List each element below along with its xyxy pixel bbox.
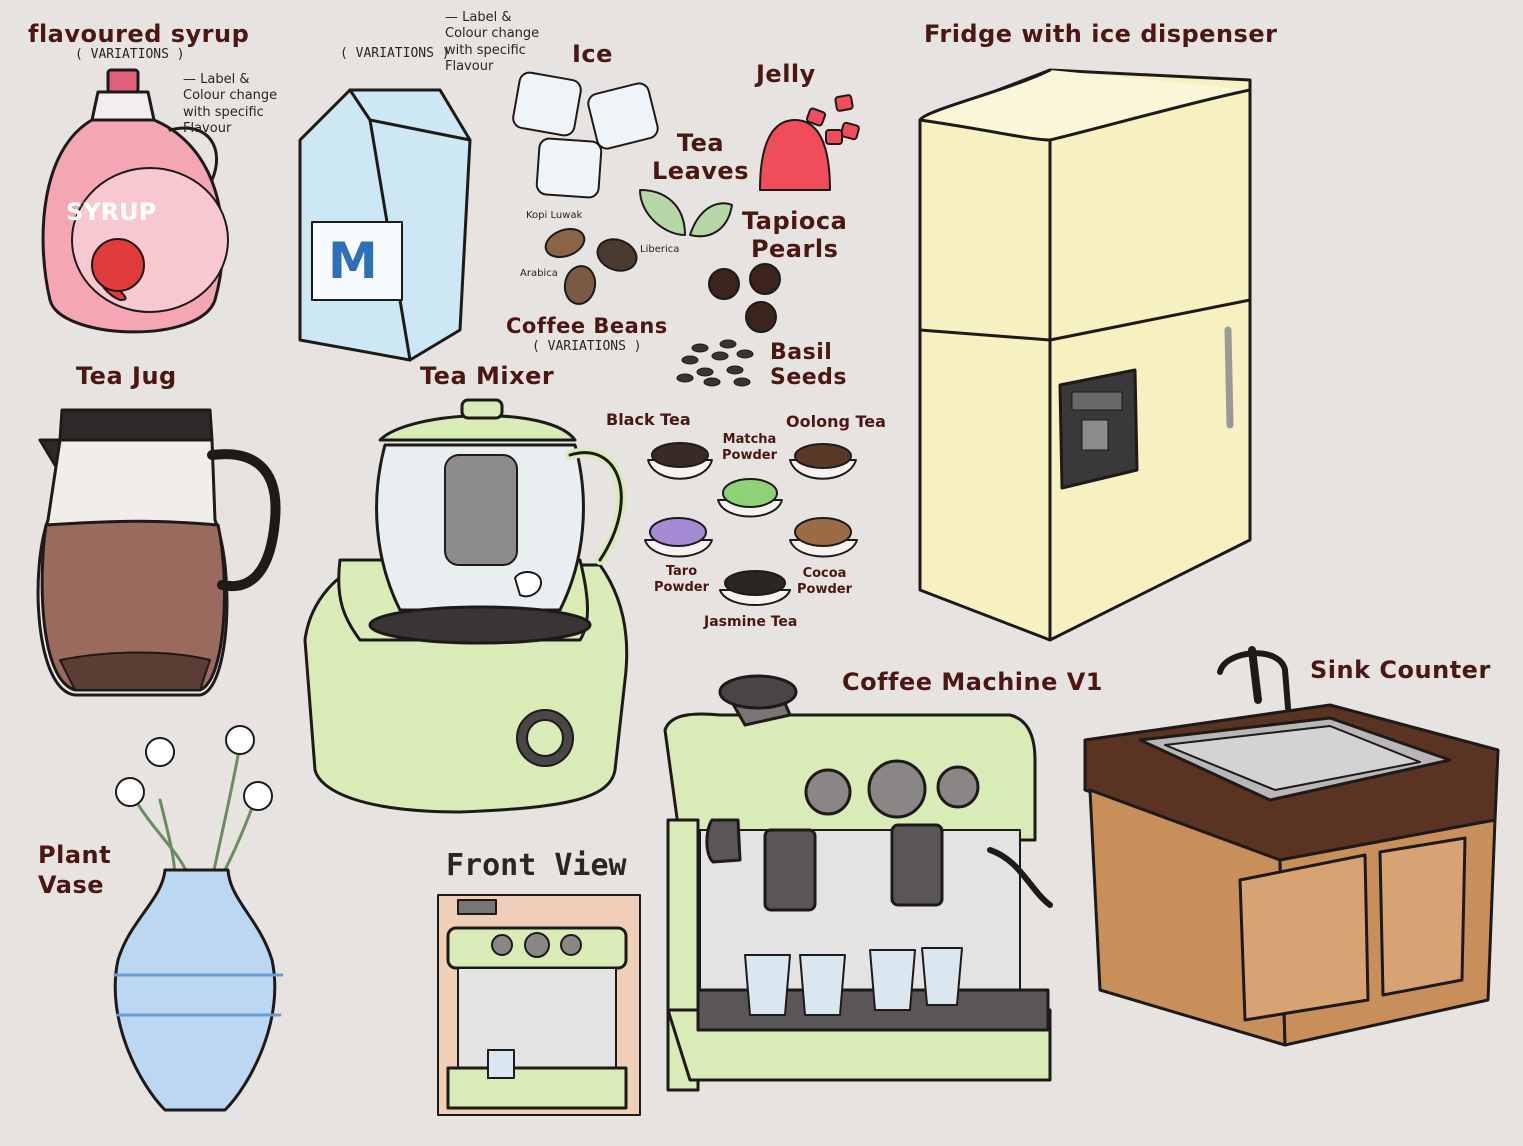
kopi-luwak-label: Kopi Luwak [526,210,583,221]
front-view-label: Front View [446,848,627,883]
matcha-powder-label: Matcha Powder [722,432,778,463]
coffee-beans-label: Coffee Beans [506,314,668,338]
tapioca-pearls-label: Tapioca Pearls [742,207,848,263]
plant-vase-label: Plant Vase [38,841,112,899]
jasmine-tea-label: Jasmine Tea [704,614,798,630]
milk-variations-label: ( VARIATIONS ) [340,46,450,61]
syrup-note: — Label & Colour change with specific Fl… [183,72,278,136]
milk-carton-letter: M [328,232,378,290]
coffee-beans-icon [544,227,638,305]
cocoa-powder-label: Cocoa Powder [797,566,853,597]
tapioca-pearls-icon [708,263,781,333]
jelly-icon [759,94,860,191]
milk-carton-icon [298,88,472,362]
tea-leaves-icon [639,189,733,238]
liberica-label: Liberica [640,244,680,255]
tea-jug-label: Tea Jug [76,362,177,390]
arabica-label: Arabica [520,268,558,279]
ice-cubes-icon [512,71,659,199]
front-view-machine-icon [437,894,641,1116]
tea-jug-icon [36,408,281,697]
black-tea-label: Black Tea [606,410,691,429]
milk-note: — Label & Colour change with specific Fl… [445,10,540,74]
syrup-bottle-label: SYRUP [66,198,157,226]
fridge-label: Fridge with ice dispenser [924,20,1278,48]
basil-seeds-icon [676,339,754,387]
tea-leaves-label: Tea Leaves [652,129,749,185]
ingredient-bowls-icon [644,442,858,606]
taro-powder-label: Taro Powder [654,564,710,595]
basil-seeds-label: Basil Seeds [770,340,848,391]
jelly-label: Jelly [756,60,816,88]
coffee-machine-label: Coffee Machine V1 [842,668,1104,696]
tea-mixer-label: Tea Mixer [420,362,555,390]
sink-counter-icon [1083,646,1500,1047]
coffee-variations-label: ( VARIATIONS ) [532,339,642,354]
flavoured-syrup-label: flavoured syrup [28,20,250,48]
coffee-machine-icon [663,674,1053,1092]
syrup-variations-label: ( VARIATIONS ) [75,47,185,62]
fridge-icon [918,68,1252,642]
syrup-bottle-icon [41,68,229,334]
plant-vase-icon [113,725,284,1112]
sink-counter-label: Sink Counter [1310,656,1491,684]
tea-mixer-icon [303,398,629,814]
ice-label: Ice [572,40,613,68]
oolong-tea-label: Oolong Tea [786,412,886,431]
